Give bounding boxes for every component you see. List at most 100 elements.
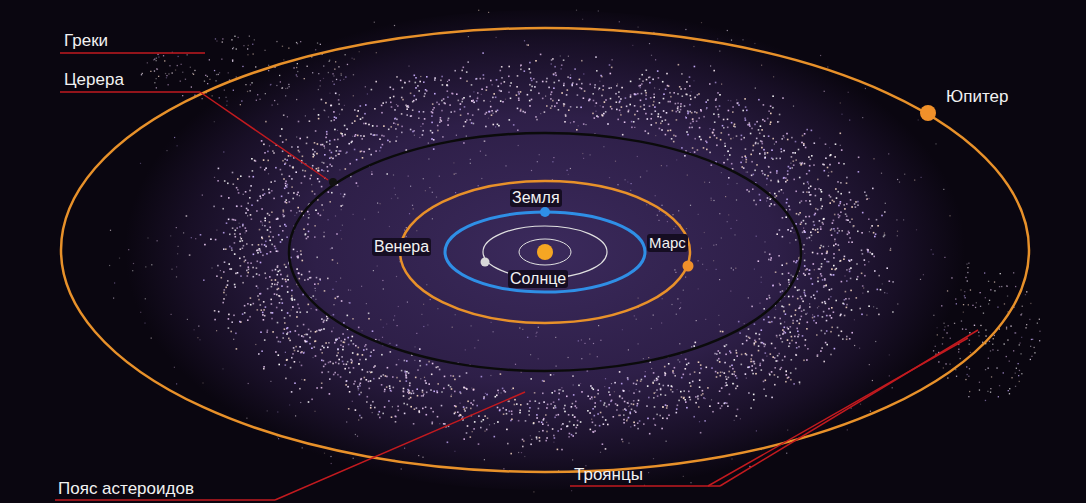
asteroid-dot [338, 153, 340, 155]
asteroid-dot [787, 139, 789, 141]
asteroid-dot [787, 377, 789, 379]
asteroid-dot [246, 208, 248, 210]
asteroid-dot [760, 140, 762, 142]
asteroid-dot [789, 209, 791, 211]
asteroid-dot [554, 437, 556, 439]
asteroid-dot [826, 315, 828, 317]
asteroid-dot [346, 152, 348, 154]
asteroid-dot [283, 178, 285, 180]
asteroid-dot [249, 197, 251, 199]
asteroid-dot [214, 319, 216, 321]
asteroid-dot [221, 277, 223, 279]
asteroid-dot [623, 390, 625, 392]
asteroid-dot [497, 124, 499, 126]
asteroid-dot [448, 385, 450, 387]
asteroid-dot [496, 395, 498, 397]
asteroid-dot [341, 109, 343, 111]
asteroid-dot [339, 150, 341, 152]
asteroid-dot [362, 117, 364, 119]
asteroid-dot [246, 243, 248, 245]
asteroid-dot [673, 92, 675, 94]
asteroid-dot [855, 201, 857, 203]
asteroid-dot [409, 81, 411, 83]
asteroid-dot [833, 311, 835, 313]
asteroid-dot [627, 379, 629, 381]
asteroid-dot [247, 272, 249, 274]
asteroid-dot [700, 364, 702, 366]
asteroid-dot [746, 159, 748, 161]
asteroid-dot [253, 303, 255, 305]
asteroid-dot [304, 279, 306, 281]
asteroid-dot [689, 85, 691, 87]
asteroid-dot [647, 385, 649, 387]
asteroid-dot [810, 278, 812, 280]
asteroid-dot [533, 78, 535, 80]
asteroid-dot [313, 155, 315, 157]
asteroid-dot [364, 377, 366, 379]
asteroid-dot [732, 111, 734, 113]
asteroid-dot [634, 114, 636, 116]
asteroid-dot [795, 141, 797, 143]
asteroid-dot [379, 411, 381, 413]
asteroid-dot [536, 438, 538, 440]
asteroid-dot [240, 175, 242, 177]
asteroid-dot [776, 335, 778, 337]
asteroid-dot [583, 97, 585, 99]
asteroid-dot [278, 288, 280, 290]
asteroid-dot [714, 353, 716, 355]
asteroid-dot [554, 66, 556, 68]
asteroid-dot [800, 223, 802, 225]
asteroid-dot [356, 159, 358, 161]
asteroid-dot [242, 313, 244, 315]
asteroid-dot [387, 367, 389, 369]
asteroid-dot [551, 105, 553, 107]
asteroid-dot [495, 111, 497, 113]
asteroid-dot [550, 374, 552, 376]
asteroid-dot [271, 211, 273, 213]
asteroid-dot [370, 154, 372, 156]
asteroid-dot [266, 331, 268, 333]
asteroid-dot [609, 394, 611, 396]
asteroid-dot [697, 94, 699, 96]
asteroid-dot [563, 83, 565, 85]
asteroid-dot [345, 168, 347, 170]
asteroid-dot [499, 410, 501, 412]
asteroid-dot [744, 98, 746, 100]
asteroid-dot [846, 182, 848, 184]
asteroid-dot [714, 121, 716, 123]
asteroid-dot [362, 369, 364, 371]
asteroid-dot [210, 238, 212, 240]
asteroid-dot [248, 269, 250, 271]
asteroid-dot [787, 229, 789, 231]
asteroid-dot [550, 403, 552, 405]
asteroid-dot [751, 365, 753, 367]
asteroid-dot [329, 150, 331, 152]
asteroid-dot [699, 136, 701, 138]
asteroid-dot [821, 208, 823, 210]
asteroid-dot [720, 139, 722, 141]
asteroid-dot [676, 111, 678, 113]
asteroid-dot [281, 239, 283, 241]
asteroid-dot [278, 234, 280, 236]
asteroid-dot [627, 402, 629, 404]
asteroid-dot [293, 249, 295, 251]
asteroid-dot [326, 141, 328, 143]
asteroid-dot [633, 404, 635, 406]
asteroid-dot [820, 226, 822, 228]
asteroid-dot [594, 87, 596, 89]
asteroid-dot [603, 404, 605, 406]
asteroid-dot [735, 375, 737, 377]
asteroid-dot [379, 138, 381, 140]
asteroid-dot [345, 384, 347, 386]
asteroid-dot [813, 221, 815, 223]
asteroid-dot [343, 363, 345, 365]
asteroid-dot [367, 371, 369, 373]
asteroid-dot [364, 113, 366, 115]
asteroid-dot [373, 378, 375, 380]
asteroid-dot [814, 224, 816, 226]
asteroid-dot [594, 415, 596, 417]
asteroid-dot [434, 79, 436, 81]
asteroid-dot [873, 256, 875, 258]
asteroid-dot [507, 443, 509, 445]
asteroid-dot [335, 362, 337, 364]
